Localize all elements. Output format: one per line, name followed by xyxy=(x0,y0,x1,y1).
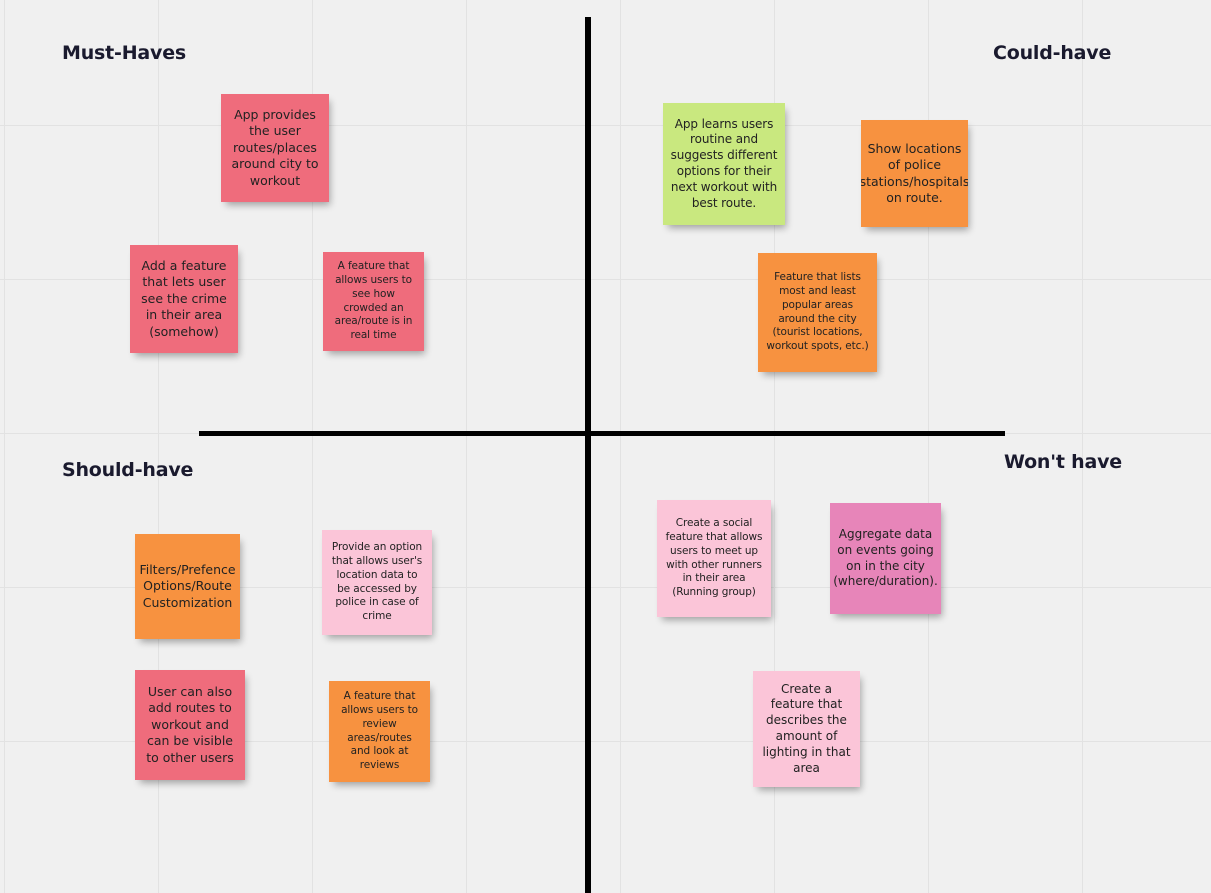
quadrant-label-wont-have: Won't have xyxy=(1004,451,1122,473)
sticky-note[interactable]: Provide an option that allows user's loc… xyxy=(322,530,432,635)
sticky-note-text: Show locations of police stations/hospit… xyxy=(861,140,968,206)
sticky-note[interactable]: Create a social feature that allows user… xyxy=(657,500,771,617)
quadrant-label-should-have: Should-have xyxy=(62,459,194,481)
sticky-note[interactable]: A feature that allows users to see how c… xyxy=(323,252,424,351)
sticky-note-text: User can also add routes to workout and … xyxy=(146,683,234,765)
sticky-note-text: Aggregate data on events going on in the… xyxy=(833,526,938,589)
sticky-note-text: A feature that allows users to review ar… xyxy=(341,689,418,772)
sticky-note[interactable]: Create a feature that describes the amou… xyxy=(753,671,860,787)
sticky-note-text: App provides the user routes/places arou… xyxy=(231,106,319,188)
sticky-note-text: Provide an option that allows user's loc… xyxy=(331,540,423,623)
sticky-note-text: Filters/Prefence Options/Route Customiza… xyxy=(139,561,236,610)
sticky-note[interactable]: Add a feature that lets user see the cri… xyxy=(130,245,238,353)
sticky-note-text: Feature that lists most and least popula… xyxy=(766,270,869,353)
sticky-note-text: App learns users routine and suggests di… xyxy=(670,116,778,210)
sticky-note[interactable]: User can also add routes to workout and … xyxy=(135,670,245,780)
sticky-note[interactable]: Show locations of police stations/hospit… xyxy=(861,120,968,227)
vertical-axis-line xyxy=(585,17,591,893)
sticky-note[interactable]: Filters/Prefence Options/Route Customiza… xyxy=(135,534,240,639)
sticky-note[interactable]: Feature that lists most and least popula… xyxy=(758,253,877,372)
sticky-note-text: Add a feature that lets user see the cri… xyxy=(141,257,227,339)
quadrant-label-must-haves: Must-Haves xyxy=(62,42,187,64)
sticky-note-text: Create a social feature that allows user… xyxy=(665,516,763,599)
sticky-note[interactable]: A feature that allows users to review ar… xyxy=(329,681,430,782)
sticky-note-text: A feature that allows users to see how c… xyxy=(334,259,413,342)
sticky-note[interactable]: App provides the user routes/places arou… xyxy=(221,94,329,202)
horizontal-axis-line xyxy=(199,431,1005,436)
sticky-note[interactable]: App learns users routine and suggests di… xyxy=(663,103,785,225)
quadrant-label-could-have: Could-have xyxy=(993,42,1112,64)
sticky-note-text: Create a feature that describes the amou… xyxy=(762,681,851,775)
sticky-note[interactable]: Aggregate data on events going on in the… xyxy=(830,503,941,614)
